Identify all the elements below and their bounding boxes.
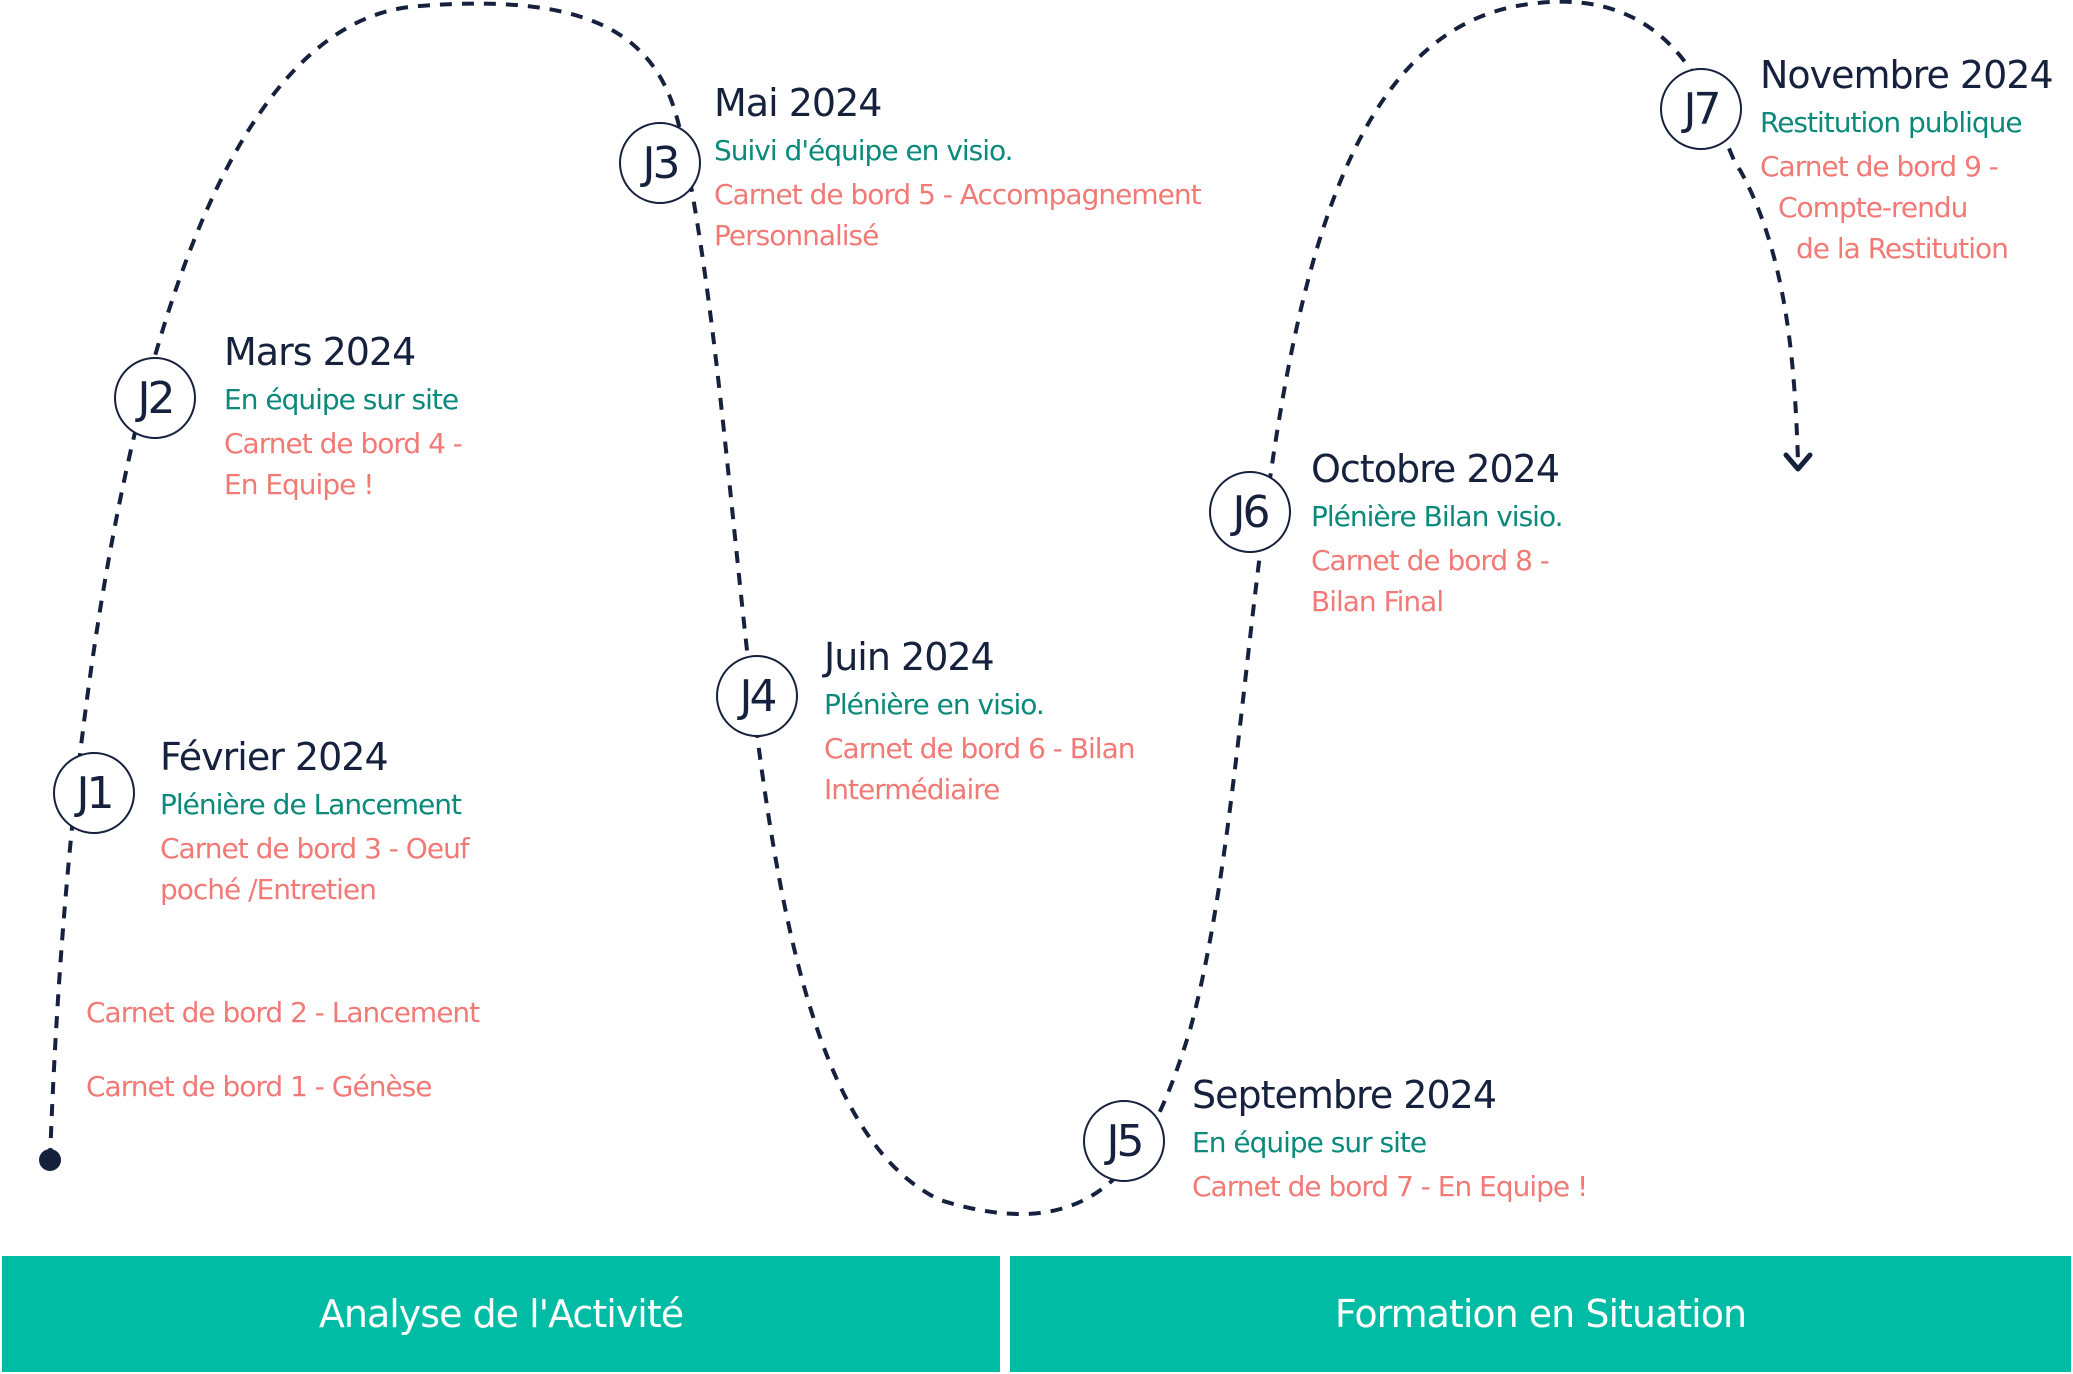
milestone-type: Plénière Bilan visio. <box>1311 500 1563 533</box>
milestone-notes: Carnet de bord 8 - Bilan Final <box>1311 540 1563 622</box>
note-line: Intermédiaire <box>824 773 1000 806</box>
milestone-j1-text: Février 2024 Plénière de Lancement Carne… <box>160 732 470 910</box>
milestone-month: Mars 2024 <box>224 330 416 374</box>
milestone-type: Plénière de Lancement <box>160 788 462 821</box>
phase-bar-analyse: Analyse de l'Activité <box>2 1256 1000 1372</box>
milestone-month: Novembre 2024 <box>1760 53 2054 97</box>
note-line: Carnet de bord 5 - Accompagnement <box>714 178 1202 211</box>
early-note-genese: Carnet de bord 1 - Génèse <box>86 1070 433 1103</box>
note-line: Carnet de bord 3 - Oeuf <box>160 832 470 865</box>
note-line: Compte-rendu <box>1778 191 1968 224</box>
arrow-head-icon <box>1783 452 1813 472</box>
milestone-badge-j6: J6 <box>1209 471 1291 553</box>
milestone-month: Février 2024 <box>160 735 389 779</box>
milestone-type: En équipe sur site <box>1192 1126 1427 1159</box>
note-line: Carnet de bord 4 - <box>224 427 463 460</box>
milestone-j4-text: Juin 2024 Plénière en visio. Carnet de b… <box>824 632 1135 810</box>
milestone-j3-text: Mai 2024 Suivi d'équipe en visio. Carnet… <box>714 78 1202 256</box>
note-line: Personnalisé <box>714 219 879 252</box>
note-line: Bilan Final <box>1311 585 1444 618</box>
milestone-badge-j3: J3 <box>619 122 701 204</box>
milestone-badge-j2: J2 <box>114 357 196 439</box>
milestone-badge-j1: J1 <box>53 752 135 834</box>
note-line: En Equipe ! <box>224 468 374 501</box>
milestone-type: Plénière en visio. <box>824 688 1045 721</box>
note-line: poché /Entretien <box>160 873 377 906</box>
note-line: Carnet de bord 6 - Bilan <box>824 732 1135 765</box>
start-dot <box>39 1149 61 1171</box>
milestone-badge-j5: J5 <box>1083 1100 1165 1182</box>
milestone-j7-text: Novembre 2024 Restitution publique Carne… <box>1760 50 2054 269</box>
milestone-month: Septembre 2024 <box>1192 1073 1497 1117</box>
early-note-lancement: Carnet de bord 2 - Lancement <box>86 996 480 1029</box>
milestone-j2-text: Mars 2024 En équipe sur site Carnet de b… <box>224 327 463 505</box>
phase-bar-formation: Formation en Situation <box>1010 1256 2071 1372</box>
milestone-type: En équipe sur site <box>224 383 459 416</box>
milestone-badge-j4: J4 <box>716 655 798 737</box>
note-line: de la Restitution <box>1796 232 2009 265</box>
milestone-month: Juin 2024 <box>824 635 995 679</box>
note-line: Carnet de bord 7 - En Equipe ! <box>1192 1170 1588 1203</box>
note-line: Carnet de bord 9 - <box>1760 150 1999 183</box>
milestone-notes: Carnet de bord 4 - En Equipe ! <box>224 423 463 505</box>
milestone-notes: Carnet de bord 6 - Bilan Intermédiaire <box>824 728 1135 810</box>
dashed-path <box>48 0 1800 1217</box>
milestone-badge-j7: J7 <box>1660 68 1742 150</box>
milestone-notes: Carnet de bord 5 - Accompagnement Person… <box>714 174 1202 256</box>
milestone-type: Restitution publique <box>1760 106 2023 139</box>
milestone-notes: Carnet de bord 3 - Oeuf poché /Entretien <box>160 828 470 910</box>
milestone-j6-text: Octobre 2024 Plénière Bilan visio. Carne… <box>1311 444 1563 622</box>
milestone-month: Mai 2024 <box>714 81 882 125</box>
note-line: Carnet de bord 8 - <box>1311 544 1550 577</box>
milestone-j5-text: Septembre 2024 En équipe sur site Carnet… <box>1192 1070 1588 1207</box>
milestone-notes: Carnet de bord 7 - En Equipe ! <box>1192 1166 1588 1207</box>
milestone-month: Octobre 2024 <box>1311 447 1560 491</box>
milestone-notes: Carnet de bord 9 - Compte-rendu de la Re… <box>1760 146 2053 269</box>
milestone-type: Suivi d'équipe en visio. <box>714 134 1014 167</box>
